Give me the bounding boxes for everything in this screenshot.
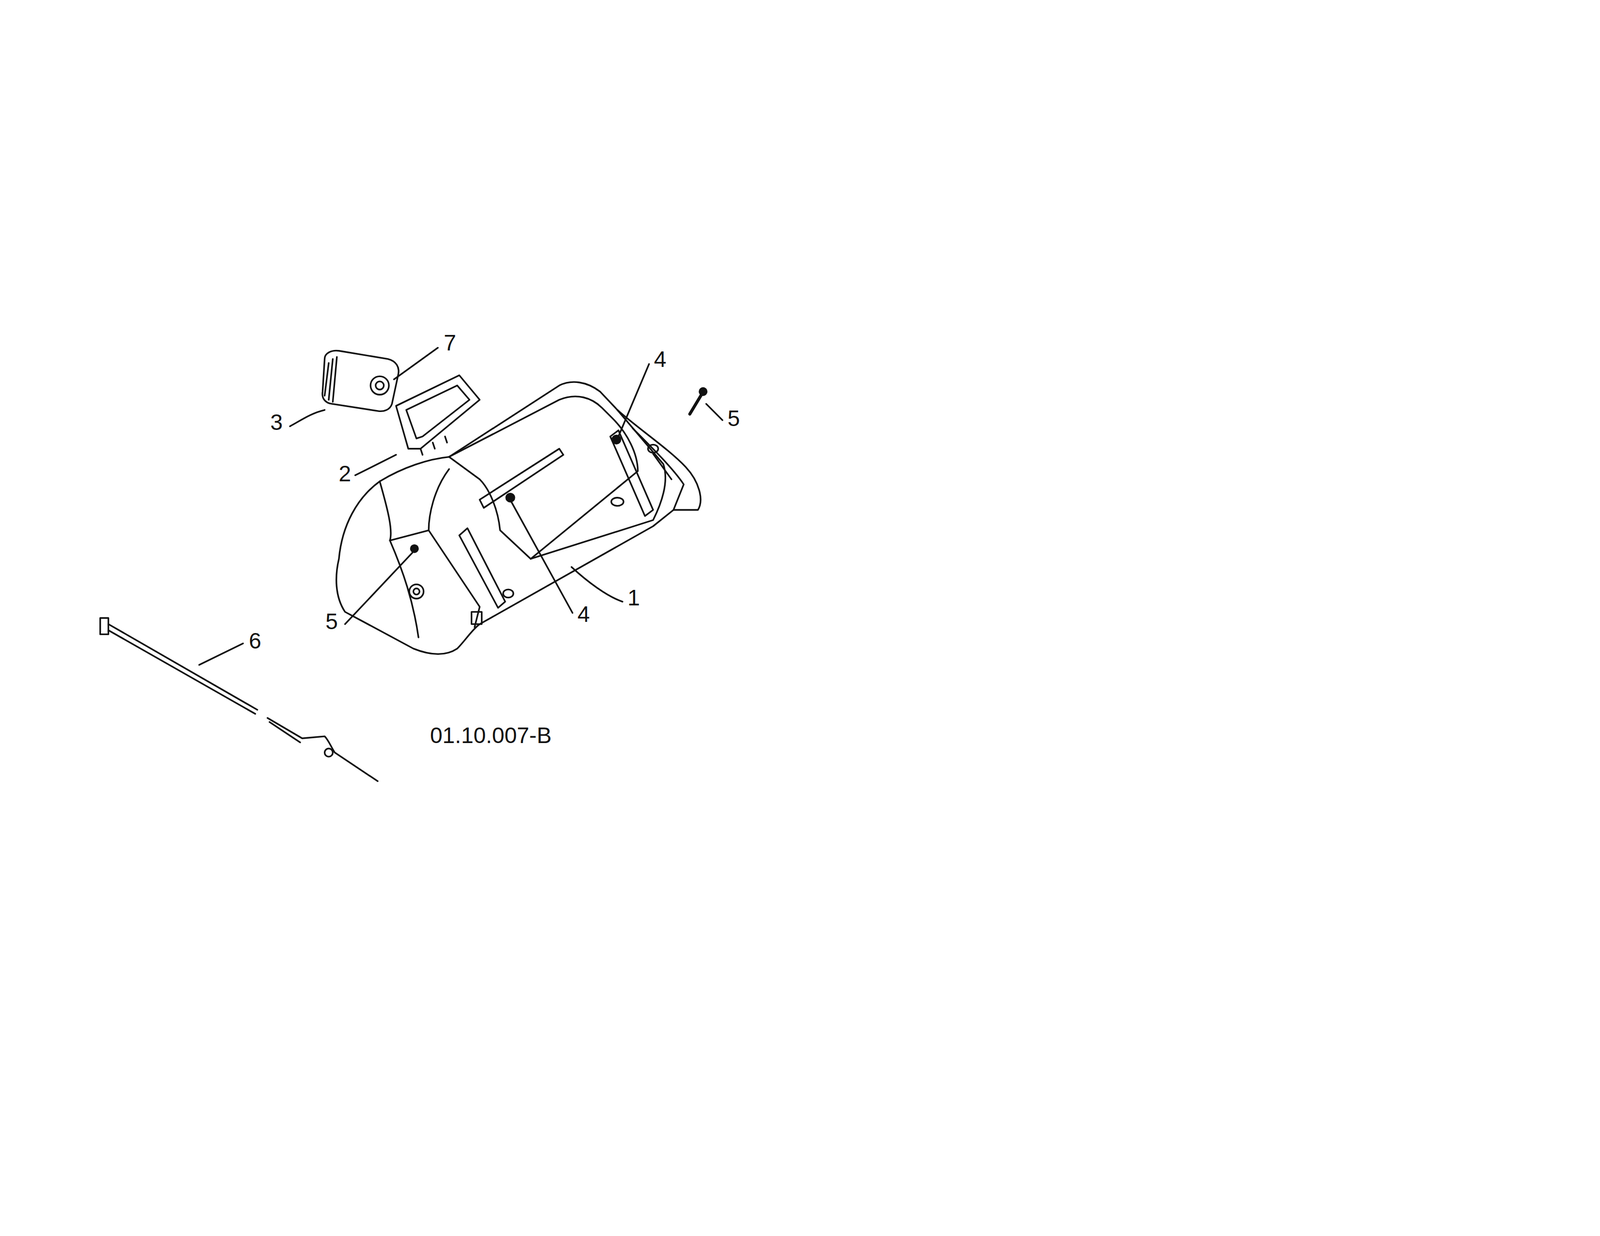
callout-number: 6 — [248, 629, 262, 653]
leader-line — [511, 501, 573, 613]
callout-number: 3 — [270, 411, 284, 434]
leader-line — [345, 552, 413, 624]
tab — [471, 611, 482, 624]
screw — [612, 435, 621, 444]
leader-line — [618, 364, 649, 437]
leader-line — [394, 347, 438, 380]
leader-line — [571, 567, 623, 603]
figure-code: 01.10.007-B — [430, 724, 552, 747]
knob — [409, 584, 424, 599]
screw — [410, 545, 418, 553]
callout-number: 4 — [577, 603, 591, 626]
hood-top-panel — [448, 396, 638, 560]
knob — [413, 588, 420, 595]
callout-number: 2 — [338, 462, 352, 485]
lamp-socket — [375, 381, 384, 390]
hood-inner-ear — [379, 469, 449, 541]
screw — [506, 493, 515, 502]
leader-line — [355, 454, 397, 476]
vent — [611, 497, 624, 507]
leader-line — [289, 410, 325, 427]
callout-number: 7 — [443, 331, 457, 354]
callout-number: 5 — [727, 407, 740, 430]
slot — [459, 528, 506, 608]
callout-number: 1 — [627, 586, 640, 609]
hood-outline — [336, 382, 701, 655]
cable-end — [267, 718, 378, 782]
slot — [610, 430, 654, 517]
leader-line — [199, 643, 243, 666]
lamp — [322, 350, 399, 412]
bezel — [396, 375, 480, 449]
hood-right-ear — [632, 428, 684, 511]
bezel-clips — [420, 436, 448, 455]
lamp-rim — [324, 356, 337, 402]
cable-eyelet — [324, 748, 334, 757]
cable-handle — [100, 618, 109, 635]
bolt — [689, 393, 703, 415]
vent — [503, 589, 514, 598]
vent — [648, 444, 659, 453]
leader-line — [705, 403, 723, 421]
bezel-inner — [406, 385, 470, 439]
lamp-socket — [370, 376, 389, 395]
slot — [479, 448, 564, 509]
cable — [108, 624, 258, 715]
callout-number: 4 — [654, 348, 667, 371]
callout-number: 5 — [325, 610, 338, 633]
bolt-head — [699, 388, 707, 396]
hood-left-face — [389, 530, 480, 638]
